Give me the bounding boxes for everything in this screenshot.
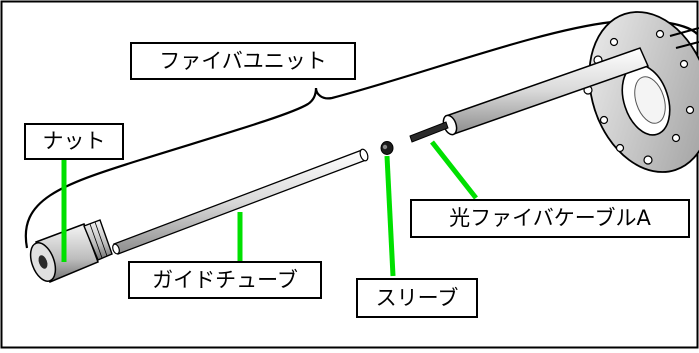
sleeve — [380, 141, 394, 155]
nut — [29, 219, 113, 283]
label-guide-tube: ガイドチューブ — [128, 261, 322, 299]
sleeve-leader-line — [384, 155, 396, 277]
label-nut: ナット — [24, 123, 124, 160]
fiber-unit-brace — [24, 19, 698, 249]
label-fiber-unit: ファイバユニット — [130, 42, 356, 80]
optical-fiber-cable-a — [409, 121, 449, 143]
fiber-cable-leader-line — [430, 140, 478, 200]
flange — [583, 11, 699, 173]
guide-tube — [112, 148, 369, 255]
label-optical-fiber-cable-a: 光ファイバケーブルA — [410, 199, 690, 238]
label-sleeve: スリーブ — [356, 278, 478, 318]
